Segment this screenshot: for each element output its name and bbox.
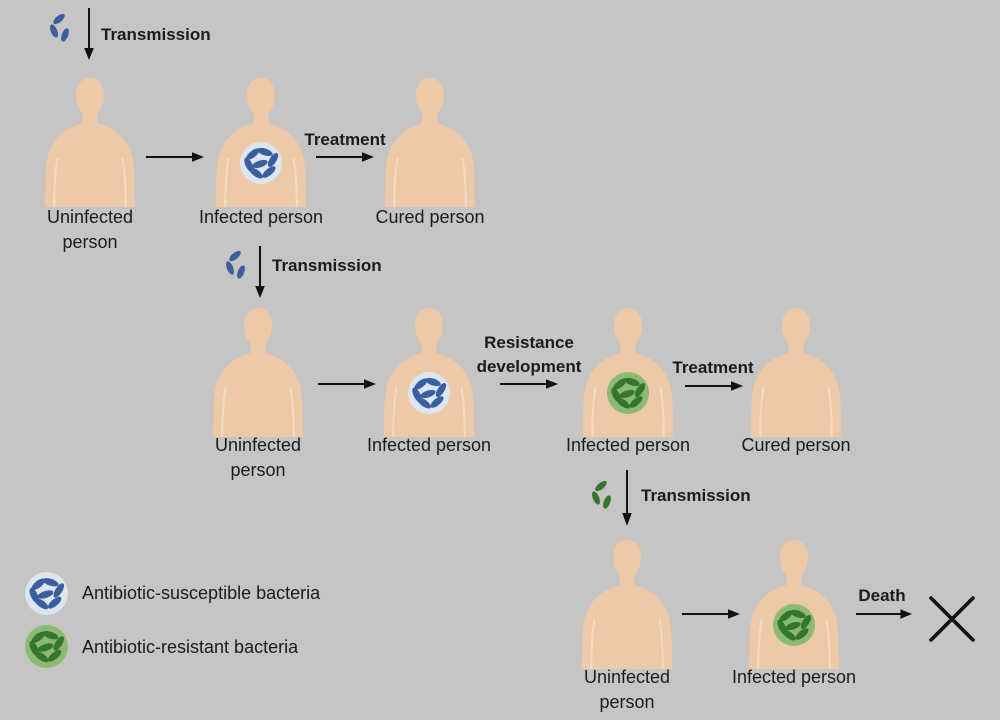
- person-uninfected: [212, 308, 304, 437]
- person-cured: [750, 308, 842, 437]
- legend-susceptible-label: Antibiotic-susceptible bacteria: [82, 583, 321, 603]
- resistance-development-arrow: [500, 378, 558, 390]
- resistant-bacteria-legend-icon: [25, 625, 68, 668]
- infection-arrow: [682, 608, 740, 620]
- treatment-label: Treatment: [304, 130, 386, 149]
- infection-arrow: [318, 378, 376, 390]
- resistant-bacteria-icon: [590, 480, 613, 510]
- death-arrow: [856, 608, 912, 620]
- person-label: Infected person: [731, 667, 857, 687]
- person-silhouette: [384, 78, 476, 207]
- death-label: Death: [858, 586, 906, 605]
- transmission-down-arrow: [83, 8, 95, 61]
- person-label: Infected person: [565, 435, 691, 455]
- susceptible-bacteria-icon: [224, 250, 247, 280]
- person-label: Infected person: [366, 435, 492, 455]
- legend-resistant-label: Antibiotic-resistant bacteria: [82, 637, 299, 657]
- transmission-down-arrow: [254, 246, 266, 299]
- transmission-label: Transmission: [101, 25, 211, 44]
- person-label: Infected person: [198, 207, 324, 227]
- infection-arrow: [146, 151, 204, 163]
- person-label: Cured person: [375, 207, 485, 227]
- person-label: Uninfected person: [46, 207, 134, 252]
- person-label: Uninfected person: [214, 435, 302, 480]
- person-silhouette: [44, 78, 136, 207]
- resistant-bacteria-colony-icon: [773, 604, 815, 646]
- treatment-arrow: [316, 151, 374, 163]
- treatment-label: Treatment: [672, 358, 754, 377]
- person-label: Uninfected person: [583, 667, 671, 712]
- resistance-development-label: Resistance development: [476, 333, 582, 376]
- person-cured: [384, 78, 476, 207]
- person-uninfected: [44, 78, 136, 207]
- transmission-label: Transmission: [641, 486, 751, 505]
- treatment-arrow: [685, 380, 743, 392]
- transmission-down-arrow: [621, 470, 633, 527]
- person-silhouette: [750, 308, 842, 437]
- person-label: Cured person: [741, 435, 851, 455]
- susceptible-bacteria-legend-icon: [25, 572, 68, 615]
- susceptible-bacteria-icon: [48, 13, 71, 43]
- person-uninfected: [581, 540, 673, 669]
- person-silhouette: [212, 308, 304, 437]
- transmission-label: Transmission: [272, 256, 382, 275]
- person-silhouette: [581, 540, 673, 669]
- death-x-mark: [929, 596, 975, 642]
